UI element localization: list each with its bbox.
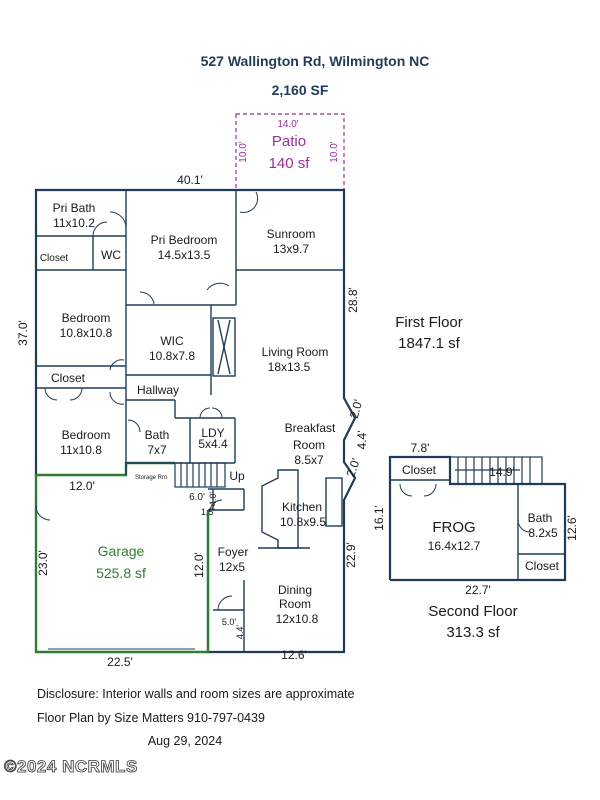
first-floor-area: 1847.1 sf: [398, 335, 461, 352]
dim-right-upper: 28.8': [346, 287, 360, 313]
patio-dim-top: 14.0': [277, 119, 298, 130]
room-kitchen-size: 10.8x9.5: [280, 515, 326, 529]
room-breakfast-name2: Room: [293, 438, 325, 452]
room-dining-size: 12x10.8: [276, 612, 319, 626]
dim-entry-height: 4.4': [235, 625, 245, 640]
credit-text: Floor Plan by Size Matters 910-797-0439: [37, 711, 265, 725]
second-dim-left: 16.1': [372, 505, 386, 531]
room-frog-name: FROG: [432, 519, 475, 536]
room-hallway: Hallway: [137, 383, 179, 397]
room-bedroom-2-size: 11x10.8: [60, 443, 102, 457]
first-floor-label: First Floor: [395, 314, 463, 331]
second-floor-area: 313.3 sf: [446, 624, 500, 641]
second-dim-stair: 14.9': [489, 465, 515, 479]
room-bath-name: Bath: [145, 428, 170, 442]
room-closet-2: Closet: [51, 371, 86, 385]
room-closet-b: Closet: [525, 559, 560, 573]
room-dining-name2: Room: [279, 597, 311, 611]
room-wc: WC: [101, 248, 121, 262]
interior-walls: [36, 190, 344, 652]
patio: 14.0' 10.0' 10.0' Patio 140 sf: [235, 113, 345, 191]
patio-name: Patio: [272, 133, 306, 150]
stairs-up-label: Up: [229, 469, 245, 483]
room-garage-area: 525.8 sf: [96, 565, 146, 581]
stairs: [174, 462, 226, 488]
room-bedroom-1-size: 10.8x10.8: [60, 326, 113, 340]
room-kitchen-name: Kitchen: [282, 500, 322, 514]
watermark: ©2024 NCRMLS: [4, 757, 138, 776]
first-floor-dimensions: 40.1' 37.0' 28.8' 2.0' 4.4' 2.0' 22.9' 1…: [16, 173, 369, 669]
dim-foyer-width: 6.0': [189, 492, 205, 503]
dim-top: 40.1': [177, 173, 203, 187]
room-pri-bath-size: 11x10.2: [53, 216, 95, 230]
first-floor-rooms: Pri Bath 11x10.2 Pri Bedroom 14.5x13.5 S…: [40, 201, 336, 626]
room-bath-size: 7x7: [147, 443, 167, 457]
dim-entry-width: 5.0': [222, 617, 237, 627]
room-breakfast-size: 8.5x7: [294, 453, 324, 467]
room-laundry-name: LDY: [201, 426, 224, 440]
second-dim-right: 12.6': [565, 515, 579, 541]
room-closet-1: Closet: [40, 253, 69, 264]
room-wic-name: WIC: [160, 334, 184, 348]
room-bedroom-2-name: Bedroom: [62, 428, 111, 442]
room-pri-bedroom-size: 14.5x13.5: [158, 248, 211, 262]
disclosure-text: Disclosure: Interior walls and room size…: [37, 687, 355, 701]
room-second-bath-size: 8.2x5: [528, 526, 558, 540]
room-pri-bath-name: Pri Bath: [53, 201, 96, 215]
room-living-name: Living Room: [262, 345, 329, 359]
second-floor-label: Second Floor: [428, 603, 517, 620]
dim-garage-top: 12.0': [69, 479, 95, 493]
room-frog-size: 16.4x12.7: [428, 539, 481, 553]
dim-garage-right: 12.0': [192, 552, 206, 578]
second-dim-bottom: 22.7': [465, 583, 491, 597]
address-title: 527 Wallington Rd, Wilmington NC: [201, 53, 430, 69]
room-storage: Storage Rm: [135, 475, 167, 481]
room-dining-name: Dining: [278, 583, 312, 597]
room-laundry-size: 5x4.4: [198, 437, 228, 451]
room-garage-name: Garage: [98, 543, 145, 559]
dim-right-lower: 22.9': [344, 542, 358, 568]
dim-garage-left: 23.0': [36, 550, 50, 576]
dim-left: 37.0': [16, 320, 30, 346]
dim-bottom: 12.6': [281, 648, 307, 662]
patio-dim-left: 10.0': [238, 141, 249, 162]
second-dim-top: 7.8': [411, 441, 430, 455]
total-area: 2,160 SF: [272, 82, 329, 98]
room-foyer-name: Foyer: [218, 545, 249, 559]
dim-foyer-small2: 4.0': [208, 492, 218, 507]
patio-dim-right: 10.0': [329, 141, 340, 162]
room-pri-bedroom-name: Pri Bedroom: [151, 233, 218, 247]
room-sunroom-name: Sunroom: [267, 227, 316, 241]
dim-garage-bottom: 22.5': [107, 655, 133, 669]
plan-date: Aug 29, 2024: [148, 734, 222, 748]
room-breakfast-name: Breakfast: [285, 421, 336, 435]
room-second-bath-name: Bath: [528, 511, 553, 525]
dim-angle-a: 2.0': [347, 398, 365, 420]
room-wic-size: 10.8x7.8: [149, 349, 195, 363]
dim-angle-b: 4.4': [355, 431, 369, 450]
room-closet-a: Closet: [402, 463, 437, 477]
patio-area: 140 sf: [269, 155, 311, 172]
room-bedroom-1-name: Bedroom: [62, 311, 111, 325]
second-floor: 7.8' 14.9' 16.1' 12.6' 22.7' Closet FROG…: [372, 441, 579, 597]
room-living-size: 18x13.5: [268, 360, 311, 374]
dim-foyer-small: 1.5': [201, 507, 216, 517]
door-swings: [35, 191, 259, 611]
room-foyer-size: 12x5: [219, 560, 245, 574]
room-sunroom-size: 13x9.7: [273, 242, 309, 256]
dim-angle-c: 2.0': [343, 456, 363, 479]
